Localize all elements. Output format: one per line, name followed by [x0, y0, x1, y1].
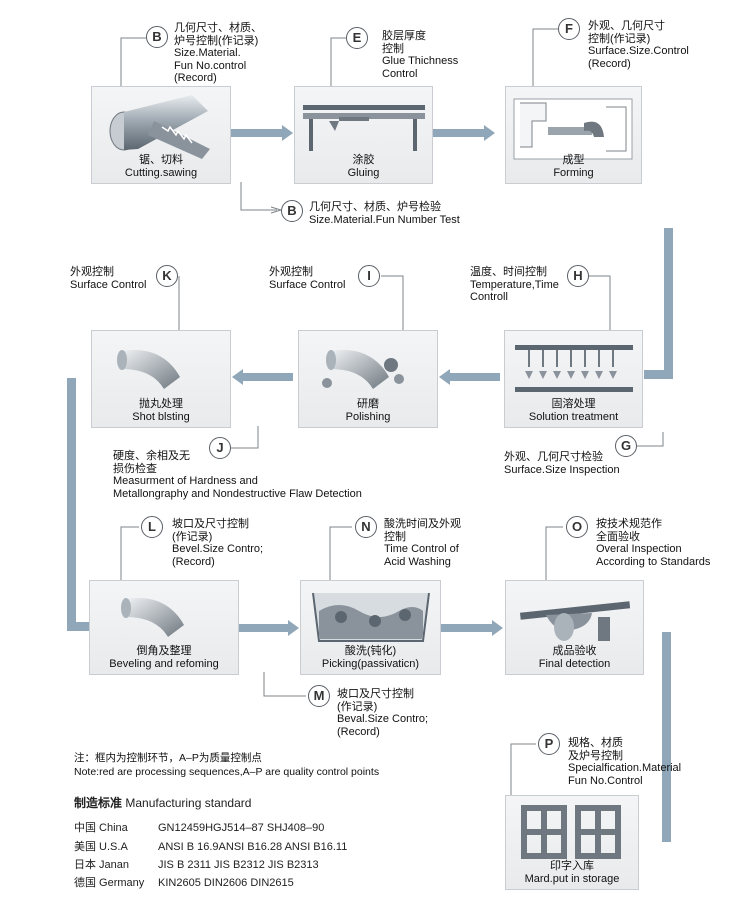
qc-h-text: 温度、时间控制 Temperature,Time Controll: [470, 266, 559, 303]
step-gluing-label: 涂胶 Gluing: [347, 154, 380, 179]
polishing-elbow-icon: [322, 350, 404, 389]
note-line-2: Note:red are processing sequences,A–P ar…: [74, 766, 380, 778]
qc-p-text: 规格、材质 及炉号控制 Specialfication.Material Fun…: [568, 737, 682, 787]
beveled-elbow-icon: [121, 598, 184, 637]
qc-o-circle: O: [566, 516, 588, 538]
qc-n-text: 酸洗时间及外观 控制 Time Control of Acid Washing: [384, 518, 461, 568]
qc-j-text: 硬度、余相及无 损伤检查 Measurment of Hardness and …: [113, 450, 362, 500]
pipe-cutting-icon: [109, 95, 210, 159]
arrow-forming-to-solution: [664, 228, 673, 378]
qc-b1-circle: B: [146, 26, 168, 48]
standard-country: 美国 U.S.A: [74, 841, 128, 853]
step-storage-label: 印字入库 Mard.put in storage: [524, 860, 620, 885]
qc-e-text: 胶层厚度 控制 Glue Thichness Control: [382, 30, 459, 80]
step-solution-box: 固溶处理 Solution treatment: [504, 330, 643, 428]
qc-o-text: 按技术规范作 全面验收 Overal Inspection According …: [596, 518, 711, 568]
qc-p-circle: P: [538, 733, 560, 755]
qc-e-circle: E: [346, 27, 368, 49]
arrow-final-to-storage: [662, 632, 671, 842]
note-line-1: 注：框内为控制环节，A–P为质量控制点: [74, 752, 262, 764]
step-shot-box: 抛丸处理 Shot blsting: [91, 330, 231, 428]
step-forming-box: 成型 Forming: [505, 86, 642, 184]
step-beveling-box: 倒角及整理 Beveling and refoming: [89, 580, 239, 675]
step-cutting-box: 锯、切料 Cutting.sawing: [91, 86, 231, 184]
arrow-solution-to-polishing: [450, 373, 500, 381]
standards-title-en: Manufacturing standard: [125, 796, 252, 810]
qc-m-text: 坡口及尺寸控制 (作记录) Beval.Size Contro; (Record…: [337, 688, 429, 738]
qc-i-circle: I: [358, 265, 380, 287]
qc-g-text: 外观、几何尺寸检验 Surface.Size Inspection: [504, 451, 620, 476]
step-forming-label: 成型 Forming: [553, 154, 594, 179]
qc-l-circle: L: [141, 516, 163, 538]
standard-country: 中国 China: [74, 822, 128, 834]
arrow-shot-to-beveling: [67, 378, 76, 630]
gluing-machine-icon: [303, 105, 425, 151]
step-shot-label: 抛丸处理 Shot blsting: [132, 398, 190, 423]
standard-codes: KIN2605 DIN2606 DIN2615: [158, 877, 294, 889]
standards-title-cn: 制造标准: [74, 796, 123, 810]
qc-b2-circle: B: [281, 200, 303, 222]
standard-country: 德国 Germany: [74, 877, 145, 889]
step-final-label: 成品验收 Final detection: [538, 645, 611, 670]
acid-tank-icon: [312, 592, 430, 642]
step-solution-label: 固溶处理 Solution treatment: [528, 398, 619, 423]
qc-h-circle: H: [567, 265, 589, 287]
standard-codes: GN12459HGJ514–87 SHJ408–90: [158, 822, 325, 834]
standard-country: 日本 Janan: [74, 859, 130, 871]
qc-b1-text: 几何尺寸、材质、 炉号控制(作记录) Size.Material. Fun No…: [174, 22, 262, 84]
arrow-polishing-to-shot: [243, 373, 293, 381]
qc-n-circle: N: [355, 516, 377, 538]
standard-row: 美国 U.S.A ANSI B 16.9ANSI B16.28 ANSI B16.…: [74, 838, 347, 854]
qc-k-circle: K: [156, 265, 178, 287]
qc-f-circle: F: [558, 18, 580, 40]
heat-treatment-furnace-icon: [515, 345, 633, 392]
qc-g-circle: G: [615, 435, 637, 457]
step-beveling-label: 倒角及整理 Beveling and refoming: [109, 645, 219, 670]
qc-i-text: 外观控制 Surface Control: [269, 266, 346, 291]
standard-row: 德国 Germany KIN2605 DIN2606 DIN2615: [74, 874, 294, 890]
final-inspection-icon: [519, 601, 631, 641]
arrow-picking-to-final: [440, 624, 492, 632]
step-cutting-label: 锯、切料 Cutting.sawing: [124, 154, 198, 179]
step-polishing-label: 研磨 Polishing: [345, 398, 391, 423]
qc-m-circle: M: [308, 685, 330, 707]
step-picking-box: 酸洗(钝化) Picking(passivaticn): [300, 580, 441, 675]
standard-codes: ANSI B 16.9ANSI B16.28 ANSI B16.11: [158, 841, 348, 853]
standards-title: 制造标准 Manufacturing standard: [74, 794, 251, 811]
standard-codes: JIS B 2311 JIS B2312 JIS B2313: [158, 859, 319, 871]
qc-j-circle: J: [209, 437, 231, 459]
forming-die-icon: [513, 98, 633, 160]
elbow-pipe-icon: [117, 350, 180, 389]
standard-row: 日本 Janan JIS B 2311 JIS B2312 JIS B2313: [74, 856, 319, 872]
step-picking-label: 酸洗(钝化) Picking(passivaticn): [321, 645, 420, 670]
arrow-gluing-to-forming: [432, 129, 484, 137]
qc-b2-text: 几何尺寸、材质、炉号检验 Size.Material.Fun Number Te…: [309, 201, 460, 226]
standard-row: 中国 China GN12459HGJ514–87 SHJ408–90: [74, 819, 324, 835]
step-polishing-box: 研磨 Polishing: [298, 330, 438, 428]
arrow-cutting-to-gluing: [230, 129, 282, 137]
step-gluing-box: 涂胶 Gluing: [294, 86, 433, 184]
arrow-beveling-to-picking: [238, 624, 288, 632]
storage-rack-icon: [521, 805, 621, 859]
qc-k-text: 外观控制 Surface Control: [70, 266, 147, 291]
qc-f-text: 外观、几何尺寸 控制(作记录) Surface.Size.Control (Re…: [588, 20, 689, 70]
qc-l-text: 坡口及尺寸控制 (作记录) Bevel.Size Contro; (Record…: [172, 518, 264, 568]
step-final-box: 成品验收 Final detection: [505, 580, 644, 675]
step-storage-box: 印字入库 Mard.put in storage: [505, 795, 639, 890]
